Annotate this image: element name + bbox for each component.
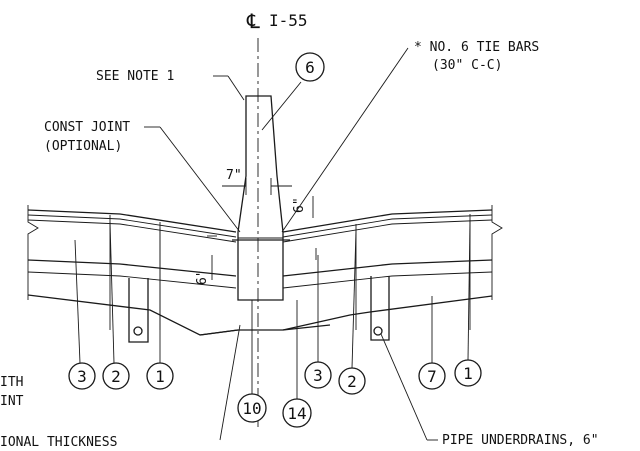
left-underdrain-pipe <box>133 326 143 336</box>
see-note-leader <box>227 75 245 101</box>
leader-1-right <box>467 219 471 361</box>
callout-6-num: 6 <box>305 58 315 77</box>
right-underdrain-pipe <box>373 326 383 336</box>
callout-7-num: 7 <box>427 367 437 386</box>
callout-3-right-num: 3 <box>313 366 323 385</box>
right-break-mark <box>491 205 503 300</box>
centerline-label: I-55 <box>269 11 308 30</box>
variable-thickness-leader <box>219 324 241 441</box>
variable-thickness-label: IONAL THICKNESS <box>0 435 117 450</box>
tie-bars-leader <box>281 47 409 233</box>
callout-1-right-num: 1 <box>463 364 473 383</box>
const-joint-label-line1: CONST JOINT <box>44 120 130 135</box>
left-pavement-layer-3 <box>27 219 237 243</box>
callout-14-num: 14 <box>287 404 306 423</box>
left-subgrade-line <box>27 294 239 336</box>
left-cut-label-line2: INT <box>0 394 24 409</box>
const-joint-leader <box>159 126 241 233</box>
callout-2-right-num: 2 <box>347 372 357 391</box>
tie-bars-note-line2: (30" C-C) <box>432 58 502 73</box>
callout-2-left-num: 2 <box>111 367 121 386</box>
const-joint-label-line2: (OPTIONAL) <box>44 139 122 154</box>
callout-2-left-circle <box>102 362 130 390</box>
left-pavement-surface <box>27 209 237 233</box>
leader-3-left <box>74 239 81 364</box>
callout-6-leader <box>261 81 302 131</box>
pipe-underdrains-label: PIPE UNDERDRAINS, 6" <box>442 433 599 448</box>
right-pavement-layer-3 <box>282 219 493 243</box>
callout-6-circle <box>295 52 325 82</box>
callout-3-left-num: 3 <box>77 367 87 386</box>
left-base-top <box>27 259 237 277</box>
right-base-layer <box>282 271 493 289</box>
dim-7-label: 7" <box>226 168 242 183</box>
right-subgrade-line <box>282 295 493 331</box>
median-barrier <box>237 95 284 301</box>
left-underdrain-trench <box>128 278 149 343</box>
leader-2-right <box>351 229 357 369</box>
callout-1-left-num: 1 <box>155 367 165 386</box>
right-pavement-layer-2 <box>282 214 493 238</box>
callout-3-left-circle <box>68 362 96 390</box>
left-pavement-layer-2 <box>27 214 237 238</box>
leader-2-left <box>109 221 115 364</box>
left-break-mark <box>27 205 39 300</box>
tie-bars-note-line1: * NO. 6 TIE BARS <box>414 40 539 55</box>
left-base-layer <box>27 271 237 289</box>
left-cut-label-line1: ITH <box>0 375 23 390</box>
dim-6-right-label: 6" <box>292 197 307 213</box>
right-underdrain-trench <box>370 276 390 341</box>
see-note-label: SEE NOTE 1 <box>96 69 174 84</box>
centerline-symbol: ℄ <box>246 9 260 33</box>
right-pavement-surface <box>282 209 493 233</box>
pipe-underdrains-leader <box>380 333 428 441</box>
callout-10-num: 10 <box>242 399 261 418</box>
dim-6-left-label: 6" <box>195 269 210 285</box>
right-base-top <box>282 259 493 277</box>
center-base-bottom <box>199 324 331 336</box>
